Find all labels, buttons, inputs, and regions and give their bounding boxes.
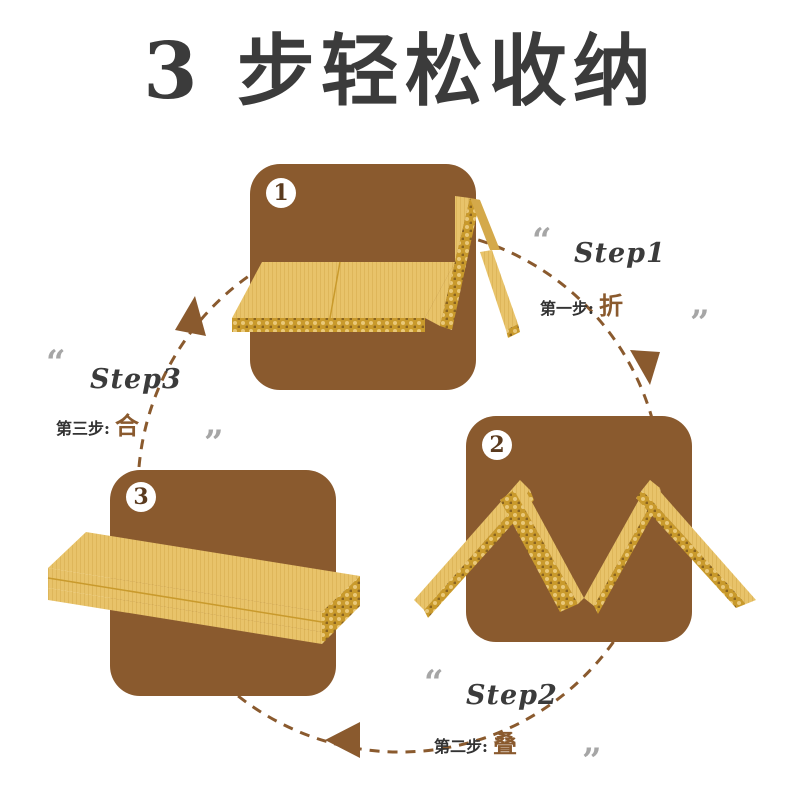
step2-title: Step2: [466, 680, 558, 711]
page-title: 3 步轻松收纳: [143, 26, 657, 117]
step3-badge: 3: [126, 482, 156, 512]
mat-step1: [232, 196, 520, 338]
step2-badge: 2: [482, 430, 512, 460]
step1-title: Step1: [574, 238, 666, 269]
step2-close-quote: ”: [582, 741, 602, 781]
step1-label: 第一步:: [540, 299, 594, 318]
step1-open-quote: “: [532, 221, 552, 261]
step2-open-quote: “: [424, 663, 444, 703]
step3-label: 第三步:: [56, 419, 110, 438]
step2-action: 叠: [493, 729, 518, 758]
step2-line: 第二步: 叠: [434, 724, 517, 759]
step2-label: 第二步:: [434, 737, 488, 756]
step3-close-quote: ”: [204, 423, 224, 463]
step1-action: 折: [599, 291, 624, 320]
mat-step2: [414, 480, 756, 618]
step3-action: 合: [115, 411, 140, 440]
mat-step3: [47, 532, 360, 644]
arrow-up-icon: [175, 296, 206, 336]
step3-open-quote: “: [46, 343, 66, 383]
step1-close-quote: ”: [690, 303, 710, 343]
step3-title: Step3: [90, 364, 182, 395]
arrow-down-right-icon: [630, 350, 660, 385]
arrow-left-icon: [325, 722, 360, 758]
step3-line: 第三步: 合: [56, 406, 139, 441]
step1-line: 第一步: 折: [540, 286, 623, 321]
step1-badge: 1: [266, 178, 296, 208]
